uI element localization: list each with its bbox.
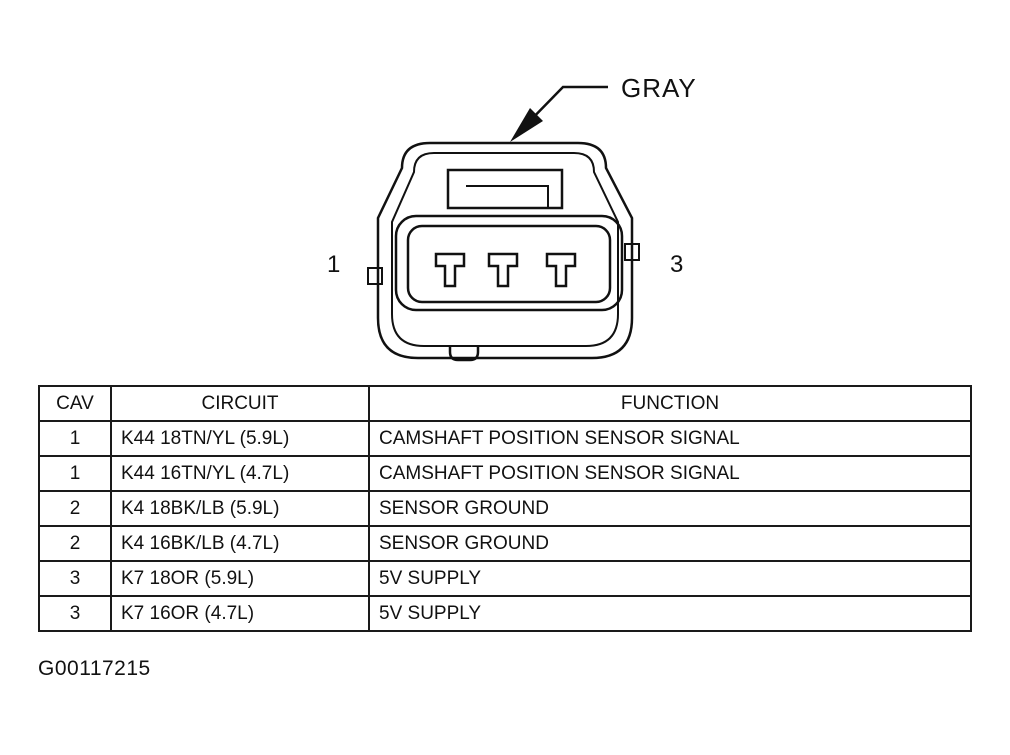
connector-diagram: GRAY 1 3 [327,73,697,362]
terminal-pin-1 [434,252,466,288]
table-row: 1 K44 16TN/YL (4.7L) CAMSHAFT POSITION S… [38,455,972,492]
terminal-pin-3 [545,252,577,288]
cav-cell: 1 [38,420,112,457]
table-row: 1 K44 18TN/YL (5.9L) CAMSHAFT POSITION S… [38,420,972,457]
connector-body [367,141,640,362]
table-row: 3 K7 18OR (5.9L) 5V SUPPLY [38,560,972,597]
pin-label-3: 3 [670,251,683,278]
function-cell: 5V SUPPLY [368,560,972,597]
circuit-cell: K7 18OR (5.9L) [110,560,370,597]
header-function: FUNCTION [368,385,972,422]
table-row: 2 K4 16BK/LB (4.7L) SENSOR GROUND [38,525,972,562]
header-circuit: CIRCUIT [110,385,370,422]
table-row: 3 K7 16OR (4.7L) 5V SUPPLY [38,595,972,632]
function-cell: 5V SUPPLY [368,595,972,632]
function-cell: CAMSHAFT POSITION SENSOR SIGNAL [368,420,972,457]
circuit-cell: K4 18BK/LB (5.9L) [110,490,370,527]
circuit-cell: K4 16BK/LB (4.7L) [110,525,370,562]
function-cell: SENSOR GROUND [368,525,972,562]
circuit-cell: K44 16TN/YL (4.7L) [110,455,370,492]
pin-label-1: 1 [327,251,340,278]
function-cell: SENSOR GROUND [368,490,972,527]
header-cav: CAV [38,385,112,422]
cav-cell: 3 [38,560,112,597]
figure-id: G00117215 [38,657,151,680]
cav-cell: 2 [38,490,112,527]
color-callout-label: GRAY [621,73,697,103]
table-header-row: CAV CIRCUIT FUNCTION [38,385,972,422]
function-cell: CAMSHAFT POSITION SENSOR SIGNAL [368,455,972,492]
cav-cell: 3 [38,595,112,632]
circuit-cell: K44 18TN/YL (5.9L) [110,420,370,457]
pinout-table: CAV CIRCUIT FUNCTION 1 K44 18TN/YL (5.9L… [38,385,972,632]
table-row: 2 K4 18BK/LB (5.9L) SENSOR GROUND [38,490,972,527]
callout-arrow [510,85,608,142]
cav-cell: 2 [38,525,112,562]
cav-cell: 1 [38,455,112,492]
circuit-cell: K7 16OR (4.7L) [110,595,370,632]
terminal-pin-2 [487,252,519,288]
